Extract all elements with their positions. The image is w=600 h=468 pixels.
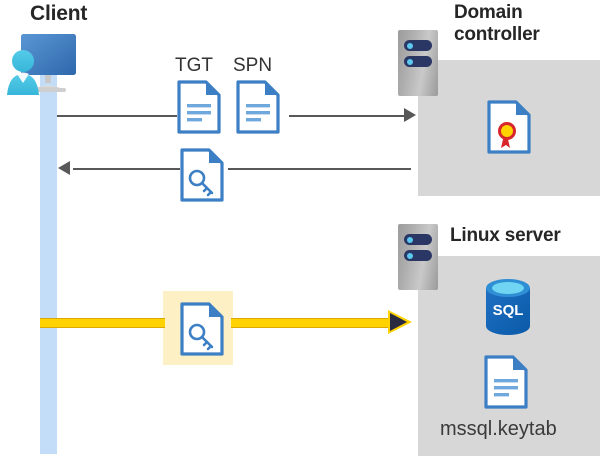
- server-slot-icon: [404, 250, 432, 261]
- request-arrow-segment-left: [57, 115, 177, 117]
- keytab-document-icon: [484, 355, 528, 414]
- certificate-document-icon: [487, 100, 531, 159]
- reply-arrowhead: [58, 161, 70, 175]
- server-slot-icon: [404, 56, 432, 67]
- linux-server-icon: [398, 224, 438, 290]
- domain-controller-title: Domain controller: [454, 2, 594, 47]
- domain-controller-title-line2: controller: [454, 24, 540, 46]
- sql-database-icon: SQL: [481, 278, 535, 336]
- domain-controller-server-icon: [398, 30, 438, 96]
- service-auth-arrow-segment-right: [231, 318, 393, 328]
- client-title: Client: [30, 2, 88, 25]
- keytab-filename-label: mssql.keytab: [440, 418, 557, 440]
- tgt-document-icon: [177, 80, 221, 139]
- key-document-icon: [180, 148, 224, 207]
- spn-document-icon: [236, 80, 280, 139]
- spn-label: SPN: [233, 55, 273, 76]
- tgt-label: TGT: [175, 55, 213, 76]
- server-slot-icon: [404, 234, 432, 245]
- server-slot-icon: [404, 40, 432, 51]
- service-auth-arrow-segment-left: [40, 318, 165, 328]
- request-arrow-segment-right: [289, 115, 411, 117]
- svg-text:SQL: SQL: [493, 302, 524, 319]
- service-ticket-key-document-icon: [180, 302, 224, 361]
- client-lifeline: [40, 72, 57, 454]
- domain-controller-title-line1: Domain: [454, 2, 523, 23]
- request-arrowhead: [404, 108, 416, 122]
- linux-server-title: Linux server: [450, 225, 561, 246]
- reply-arrow-segment-left: [73, 168, 180, 170]
- client-computer-user-icon: [6, 28, 96, 100]
- reply-arrow-segment-right: [228, 168, 411, 170]
- service-auth-arrowhead: [390, 313, 407, 331]
